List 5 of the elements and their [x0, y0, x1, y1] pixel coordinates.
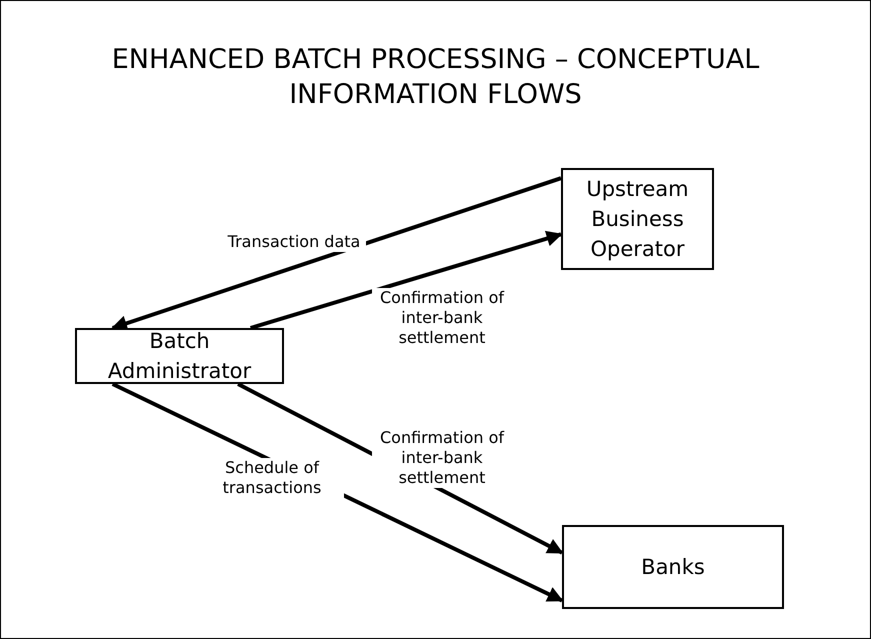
diagram-title: ENHANCED BATCH PROCESSING – CONCEPTUAL INFORMATION FLOWS: [110, 43, 760, 112]
process-box: Batch Administrator: [75, 328, 284, 384]
process-box: Upstream Business Operator: [561, 168, 714, 270]
arrow: [250, 230, 563, 330]
process-box: Banks: [562, 525, 784, 609]
